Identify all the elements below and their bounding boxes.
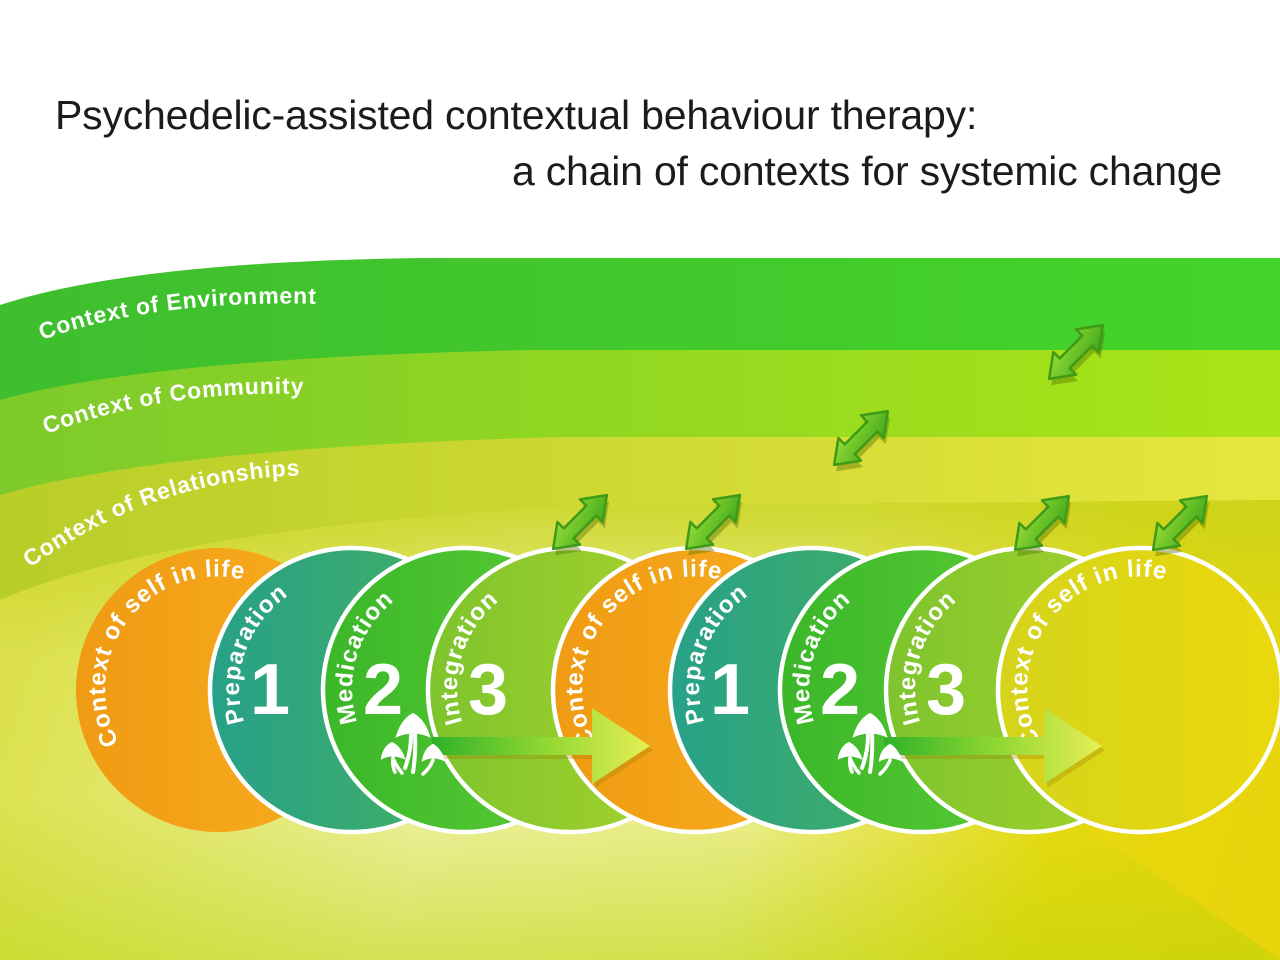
phase-number-1a: 1 <box>250 650 290 730</box>
phase-number-2a: 2 <box>363 650 403 730</box>
phase-number-1b: 1 <box>710 650 750 730</box>
page-title-line1: Psychedelic-assisted contextual behaviou… <box>55 92 978 138</box>
phase-number-2b: 2 <box>820 650 860 730</box>
phase-number-3b: 3 <box>926 650 966 730</box>
circle-context-self-3 <box>995 545 1280 835</box>
page-title-line2: a chain of contexts for systemic change <box>511 148 1222 194</box>
phase-number-3a: 3 <box>468 650 508 730</box>
